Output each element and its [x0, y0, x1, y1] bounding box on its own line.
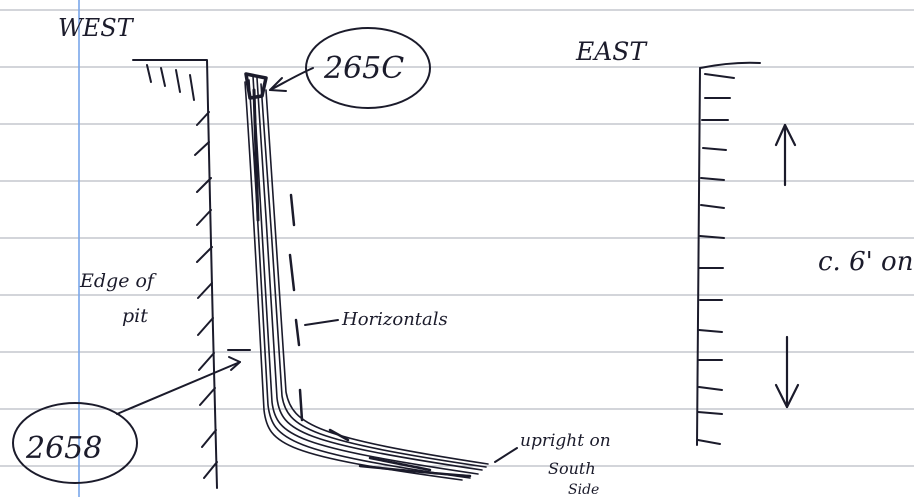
depth-arrows [774, 123, 800, 409]
label-horizontals: Horizontals [341, 309, 448, 330]
label-upright-on: upright on [520, 431, 611, 451]
label-pit: pit [122, 305, 148, 327]
label-depth: c. 6' on [818, 247, 913, 277]
label-east: EAST [575, 37, 648, 66]
east-pit-edge [696, 61, 761, 446]
label-sample-2658: 2658 [25, 431, 102, 466]
sample-2658-callout [12, 349, 251, 484]
label-side: Side [568, 482, 599, 497]
west-pit-edge [132, 59, 218, 489]
horizontals-pointer [304, 319, 339, 326]
sample-265c-callout [269, 27, 431, 109]
label-west: WEST [58, 14, 135, 42]
upright-pointer [494, 447, 518, 463]
ruled-lines [0, 9, 914, 467]
label-edge-of: Edge of [79, 270, 157, 292]
label-south: South [548, 459, 596, 478]
timber-upright [244, 72, 489, 481]
label-sample-265c: 265C [323, 51, 404, 86]
